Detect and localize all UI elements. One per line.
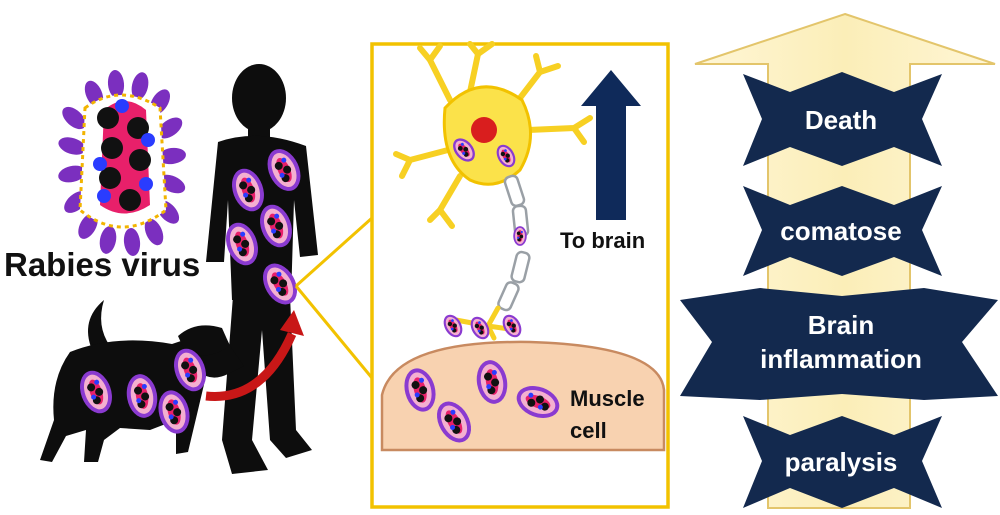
neuron (393, 41, 593, 343)
virus-spike (123, 228, 141, 256)
stage-label-death: Death (804, 105, 878, 135)
to-brain-label: To brain (560, 228, 646, 253)
virus-rna-dot (141, 133, 155, 147)
virus-rna-dot (115, 99, 129, 113)
virus-spike (58, 137, 86, 155)
virus-spike (131, 72, 149, 100)
virus-protein (127, 117, 149, 139)
stage-label-comatose: comatose (780, 216, 902, 246)
person-silhouette (206, 64, 318, 474)
stage-badge-brain-inflammation (680, 288, 998, 400)
stage-label-paralysis: paralysis (784, 447, 898, 477)
virus-spike (158, 147, 186, 165)
rabies-virus-illustration (58, 70, 186, 256)
virus-spike (144, 218, 164, 246)
virus-rna-dot (97, 189, 111, 203)
transmission-arrowhead (280, 310, 304, 336)
virus-protein (119, 189, 141, 211)
virus-spike (107, 70, 125, 98)
callout-line (294, 216, 374, 288)
virus-rna-dot (93, 157, 107, 171)
stage-badges (680, 72, 998, 508)
virus-spike (157, 117, 183, 139)
virus-protein (97, 107, 119, 129)
muscle-label-line1: Muscle (570, 386, 645, 411)
virus-protein (129, 149, 151, 171)
stage-badge-death (743, 72, 942, 166)
virus-spike (78, 213, 98, 239)
virus-label: Rabies virus (4, 246, 201, 283)
virus-protein (99, 167, 121, 189)
virus-protein (101, 137, 123, 159)
stage-badge-comatose (743, 186, 942, 276)
to-brain-arrow (581, 70, 641, 220)
virus-spike (62, 106, 86, 130)
stage-badge-paralysis (743, 416, 942, 508)
virus-rna-dot (139, 177, 153, 191)
transmission-arrow (205, 332, 297, 401)
callout-line (294, 285, 374, 379)
virus-spike (58, 165, 86, 183)
virus-spike (99, 226, 117, 254)
muscle-label-line2: cell (570, 418, 607, 443)
